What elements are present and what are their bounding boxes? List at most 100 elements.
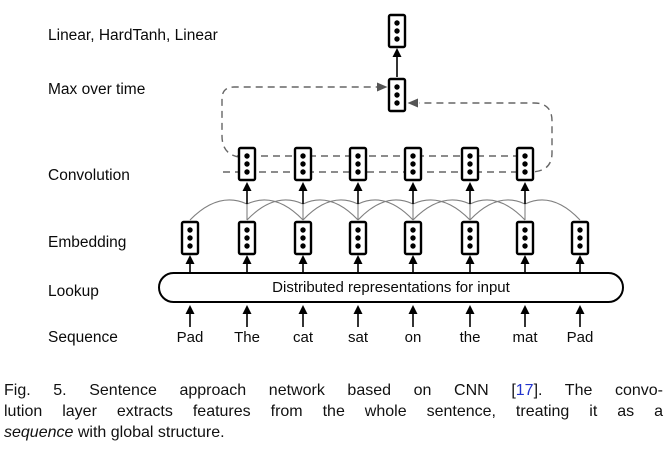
- convolution-feature-box-dot: [355, 161, 361, 167]
- convolution-feature-box-dot: [355, 153, 361, 159]
- max-over-time-vector-box-dot: [394, 100, 400, 106]
- embedding-vector-box-dot: [577, 227, 583, 233]
- embedding-vector-box-dot: [187, 227, 193, 233]
- lookup-to-embedding-arrow-head: [298, 255, 308, 264]
- convolution-feature-box-dot: [522, 169, 528, 175]
- word-to-lookup-arrow-head: [298, 305, 308, 314]
- output-vector-box-dot: [394, 36, 400, 42]
- embedding-vector-box-dot: [467, 243, 473, 249]
- embedding-vector-box-dot: [300, 227, 306, 233]
- embedding-vector-box-dot: [187, 243, 193, 249]
- layer-label-embedding: Embedding: [48, 234, 127, 251]
- embedding-to-convolution-curve: [524, 199, 581, 221]
- lookup-to-embedding-arrow-head: [520, 255, 530, 264]
- word-to-lookup-arrow-head: [575, 305, 585, 314]
- embedding-vector-box-dot: [355, 235, 361, 241]
- word-to-lookup-arrow-head: [465, 305, 475, 314]
- convolution-feature-box-dot: [244, 169, 250, 175]
- embedding-vector-box-dot: [577, 235, 583, 241]
- convolution-feature-box-dot: [410, 153, 416, 159]
- word-to-lookup-arrow-head: [242, 305, 252, 314]
- caption-text: ]. The convo-: [533, 382, 663, 399]
- cnn-sentence-diagram: [180, 13, 590, 327]
- convolution-input-arrow-head: [520, 182, 530, 191]
- convolution-feature-box-dot: [300, 161, 306, 167]
- embedding-to-convolution-curve: [246, 199, 304, 221]
- embedding-vector-box-dot: [522, 243, 528, 249]
- embedding-to-convolution-curve: [357, 199, 414, 221]
- sequence-token: cat: [292, 329, 314, 346]
- convolution-feature-box-dot: [300, 153, 306, 159]
- embedding-vector-box-dot: [355, 243, 361, 249]
- embedding-to-convolution-curve: [469, 199, 526, 221]
- convolution-feature-box-dot: [410, 169, 416, 175]
- lookup-to-embedding-arrow-head: [185, 255, 195, 264]
- sequence-token: the: [459, 329, 481, 346]
- caption-text: with global structure.: [73, 424, 225, 441]
- caption-italic-word: sequence: [4, 424, 74, 441]
- caption-line-2: lution layer extracts features from the …: [4, 403, 663, 420]
- embedding-vector-box-dot: [300, 243, 306, 249]
- word-to-lookup-arrow-head: [408, 305, 418, 314]
- convolution-feature-box-dot: [244, 161, 250, 167]
- embedding-to-convolution-curve: [189, 199, 248, 221]
- output-vector-box-dot: [394, 28, 400, 34]
- max-pool-right-dashed-connector: [223, 102, 553, 173]
- embedding-vector-box-dot: [244, 227, 250, 233]
- convolution-feature-box-dot: [467, 153, 473, 159]
- lookup-table-box: Distributed representations for input: [158, 272, 624, 303]
- embedding-vector-box-dot: [467, 235, 473, 241]
- lookup-to-embedding-arrow-head: [575, 255, 585, 264]
- embedding-to-convolution-curve: [302, 199, 359, 221]
- max-pool-left-arrowhead: [377, 82, 388, 92]
- word-to-lookup-arrow-head: [520, 305, 530, 314]
- convolution-feature-box-dot: [300, 169, 306, 175]
- max-over-time-vector-box-dot: [394, 92, 400, 98]
- embedding-vector-box-dot: [410, 235, 416, 241]
- sequence-token: mat: [512, 329, 538, 346]
- layer-label-lookup: Lookup: [48, 283, 99, 300]
- embedding-to-convolution-curve: [246, 199, 304, 221]
- sequence-token: sat: [347, 329, 369, 346]
- convolution-input-arrow-head: [242, 182, 252, 191]
- embedding-to-convolution-curve: [412, 199, 471, 221]
- convolution-input-arrow-head: [298, 182, 308, 191]
- convolution-input-arrow-head: [408, 182, 418, 191]
- embedding-vector-box-dot: [522, 235, 528, 241]
- layer-label-sequence: Sequence: [48, 329, 118, 346]
- sequence-token: Pad: [176, 329, 204, 346]
- word-to-lookup-arrow-head: [353, 305, 363, 314]
- sequence-token: on: [404, 329, 422, 346]
- output-vector-box-dot: [394, 20, 400, 26]
- embedding-vector-box-dot: [522, 227, 528, 233]
- embedding-vector-box-dot: [355, 227, 361, 233]
- max-to-output-arrow-head: [392, 48, 402, 57]
- max-pool-right-arrowhead: [407, 98, 418, 108]
- word-to-lookup-arrow-head: [185, 305, 195, 314]
- convolution-feature-box-dot: [467, 161, 473, 167]
- lookup-to-embedding-arrow-head: [242, 255, 252, 264]
- convolution-input-arrow-head: [353, 182, 363, 191]
- sequence-token: Pad: [566, 329, 594, 346]
- max-over-time-vector-box-dot: [394, 84, 400, 90]
- caption-line-3: sequence with global structure.: [4, 422, 663, 443]
- convolution-feature-box-dot: [410, 161, 416, 167]
- layer-label-linear-hardtanh-linear: Linear, HardTanh, Linear: [48, 27, 218, 44]
- caption-line-1: Fig. 5. Sentence approach network based …: [4, 380, 663, 401]
- embedding-vector-box-dot: [410, 227, 416, 233]
- embedding-vector-box-dot: [244, 235, 250, 241]
- convolution-feature-box-dot: [467, 169, 473, 175]
- max-pool-left-dashed-connector: [221, 86, 377, 158]
- lookup-table-box-label: Distributed representations for input: [272, 279, 510, 296]
- embedding-vector-box-dot: [577, 243, 583, 249]
- layer-label-convolution: Convolution: [48, 167, 130, 184]
- convolution-feature-box-dot: [522, 153, 528, 159]
- embedding-to-convolution-curve: [469, 199, 526, 221]
- sequence-token: The: [234, 329, 260, 346]
- embedding-to-convolution-curve: [302, 199, 359, 221]
- citation-link[interactable]: 17: [515, 382, 534, 399]
- embedding-to-convolution-curve: [357, 199, 414, 221]
- layer-label-max-over-time: Max over time: [48, 81, 146, 98]
- lookup-to-embedding-arrow-head: [353, 255, 363, 264]
